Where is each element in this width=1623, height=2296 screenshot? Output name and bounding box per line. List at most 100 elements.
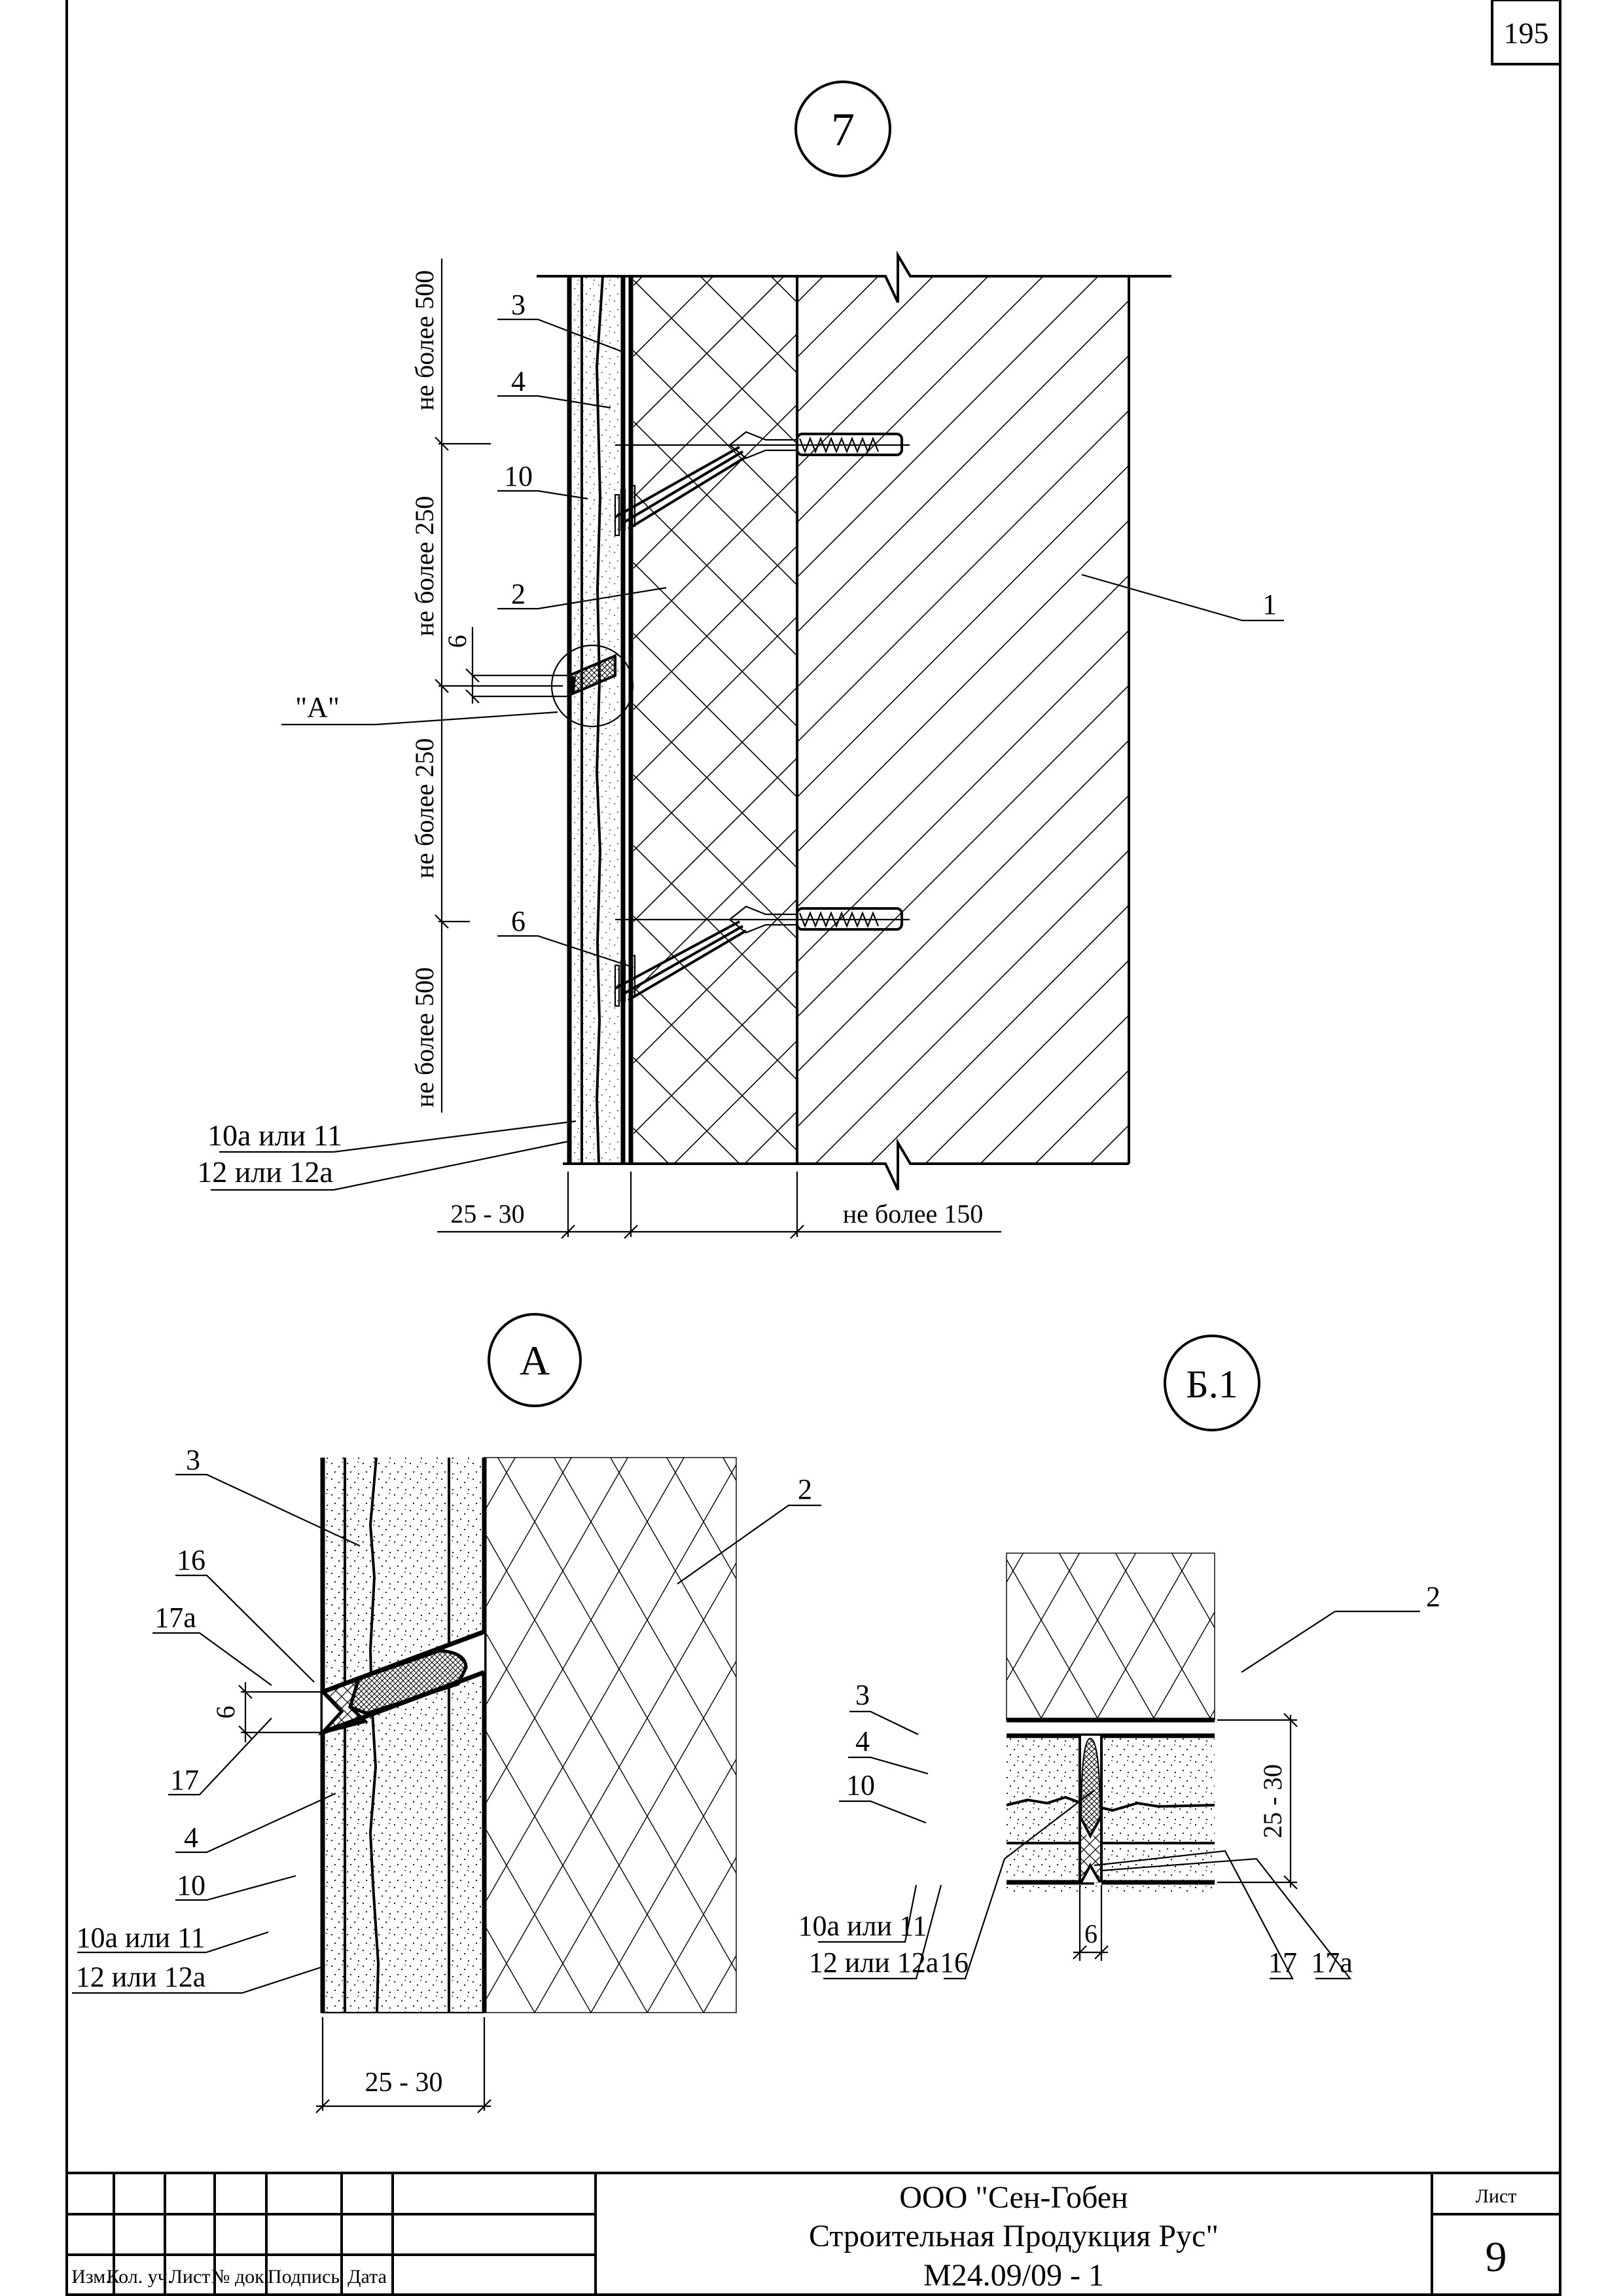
callout-10a-or-11: 10а или 11 [798, 1884, 927, 1943]
callout-4: 4 [175, 1792, 336, 1854]
revision-columns: Изм. Кол. уч. Лист № док. Подпись Дата [71, 2266, 387, 2287]
detail-A: А 6 25 - 30 3 [72, 1313, 821, 2113]
detail-marker-A: А [488, 1313, 582, 1407]
callout-17a: 17а [152, 1602, 272, 1686]
dim-gap-6: 6 [1084, 1919, 1097, 1948]
svg-text:10а или 11: 10а или 11 [77, 1922, 205, 1954]
callout-12-or-12a: 12 или 12а [197, 1140, 569, 1191]
callout-2: 2 [677, 1473, 821, 1585]
joint-A [550, 644, 634, 728]
svg-text:2: 2 [1426, 1581, 1440, 1613]
col-kol-uch: Кол. уч. [107, 2266, 173, 2287]
col-signature: Подпись [268, 2266, 340, 2287]
col-date: Дата [348, 2266, 387, 2287]
svg-text:17а: 17а [154, 1602, 196, 1634]
callout-10a-or-11: 10а или 11 [77, 1922, 269, 1954]
company-line-1: ООО "Сен-Гобен [899, 2180, 1128, 2215]
callout-16: 16 [175, 1544, 315, 1683]
svg-text:10: 10 [846, 1769, 875, 1801]
dim-gap-6: 6 [211, 1706, 240, 1719]
callout-2: 2 [497, 578, 667, 610]
detail-marker-B1: Б.1 [1164, 1335, 1260, 1431]
wall-layer-1 [797, 276, 1129, 1164]
sheet-label: Лист [1476, 2185, 1517, 2207]
callout-3: 3 [175, 1444, 361, 1547]
dim-insulation-thickness: не более 150 [843, 1199, 983, 1229]
callout-17: 17 [1094, 1850, 1297, 1980]
document-code: М24.09/09 - 1 [923, 2258, 1104, 2293]
dim-render-thickness: 25 - 30 [1258, 1764, 1287, 1838]
svg-text:12 или 12а: 12 или 12а [76, 1961, 206, 1993]
page-number: 195 [1504, 16, 1549, 50]
svg-text:4: 4 [511, 365, 526, 397]
svg-text:10: 10 [504, 460, 533, 492]
callout-2: 2 [1241, 1581, 1440, 1673]
dim-render-thickness: 25 - 30 [450, 1199, 524, 1229]
callout-3: 3 [497, 289, 622, 353]
svg-text:3: 3 [511, 289, 526, 321]
section-marker-7: 7 [794, 81, 891, 177]
callout-12-or-12a: 12 или 12а [72, 1961, 323, 1994]
callout-16: 16 [940, 1789, 1095, 1980]
callout-4: 4 [497, 365, 611, 409]
callout-A: "A" [281, 691, 558, 726]
svg-text:4: 4 [184, 1821, 198, 1854]
render-layer [321, 1458, 484, 2013]
svg-text:"A": "A" [295, 691, 340, 723]
svg-text:12 или 12а: 12 или 12а [197, 1155, 333, 1189]
break-line-top [537, 250, 1171, 303]
svg-text:12 или 12а: 12 или 12а [809, 1946, 939, 1979]
svg-text:10: 10 [177, 1869, 205, 1901]
col-doc-no: № док. [211, 2266, 269, 2287]
render-layer [1007, 1736, 1215, 1893]
dim-upper-250: не более 250 [410, 496, 439, 636]
dim-lower-250: не более 250 [410, 738, 439, 878]
svg-text:10а или 11: 10а или 11 [798, 1910, 927, 1942]
callout-10: 10 [839, 1769, 927, 1824]
svg-text:16: 16 [940, 1946, 969, 1979]
svg-text:2: 2 [798, 1473, 812, 1505]
svg-text:10а или 11: 10а или 11 [207, 1119, 342, 1152]
section-marker-label: 7 [831, 103, 855, 156]
break-line-bottom [563, 1138, 1129, 1191]
callout-1: 1 [1081, 573, 1284, 622]
svg-text:17а: 17а [1311, 1946, 1353, 1979]
callout-17a: 17а [1101, 1857, 1353, 1980]
callout-4: 4 [848, 1725, 929, 1775]
callout-17: 17 [168, 1717, 272, 1796]
dim-bottom-500: не более 500 [410, 967, 439, 1107]
svg-text:3: 3 [855, 1679, 870, 1711]
sheet-number: 9 [1486, 2233, 1507, 2281]
horizontal-dimension: 25 - 30 не более 150 [437, 1172, 1001, 1239]
title-block: Изм. Кол. уч. Лист № док. Подпись Дата О… [67, 2172, 1560, 2296]
dim-top-500: не более 500 [410, 270, 439, 410]
svg-text:2: 2 [511, 578, 526, 610]
svg-text:16: 16 [177, 1544, 205, 1576]
svg-text:17: 17 [1268, 1946, 1297, 1979]
detail-marker-label: А [520, 1337, 550, 1384]
insulation-layer-2 [484, 1458, 736, 2013]
svg-text:17: 17 [170, 1764, 199, 1796]
insulation-layer-2 [633, 276, 797, 1164]
page-number-box: 195 [1491, 0, 1561, 65]
callout-3: 3 [849, 1679, 919, 1735]
render-layer [568, 276, 624, 1164]
callout-12-or-12a: 12 или 12а [809, 1884, 942, 1980]
svg-text:6: 6 [511, 905, 526, 937]
dim-gap-6: 6 [442, 635, 472, 648]
insulation-layer-2 [1007, 1553, 1215, 1720]
company-line-2: Строительная Продукция Рус" [809, 2219, 1219, 2253]
col-izm: Изм. [71, 2266, 111, 2287]
svg-text:4: 4 [855, 1725, 870, 1757]
callout-6: 6 [497, 905, 634, 969]
dim-render-thickness: 25 - 30 [365, 2068, 443, 2098]
sheet-frame [65, 0, 1561, 2296]
svg-text:1: 1 [1262, 588, 1277, 620]
callout-10a-or-11: 10а или 11 [207, 1119, 577, 1153]
vertical-dimension-chain: не более 500 не более 250 6 не более 250… [410, 259, 571, 1113]
col-list: Лист [169, 2266, 211, 2287]
svg-text:3: 3 [186, 1444, 200, 1476]
detail-B1: Б.1 25 - 30 6 [798, 1335, 1440, 1980]
callout-10: 10 [497, 460, 588, 500]
